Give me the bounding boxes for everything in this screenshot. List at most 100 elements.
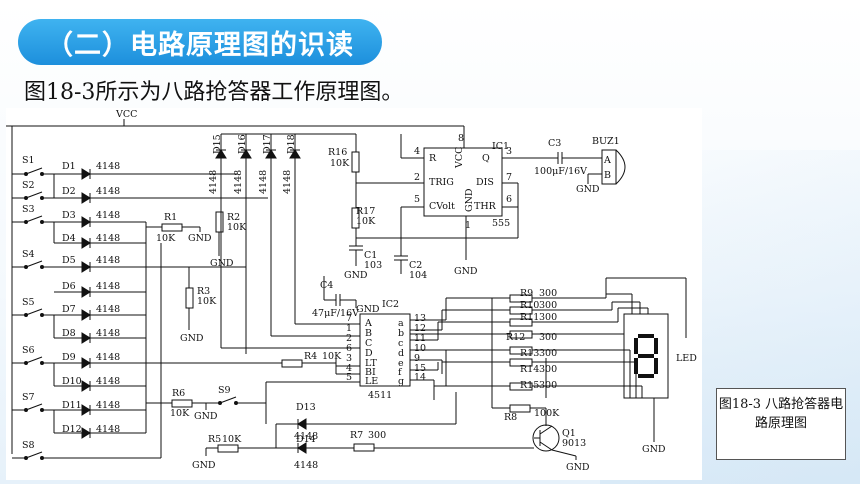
section-heading-banner: （二）电路原理图的识读 <box>18 19 382 65</box>
switch-s4: S4 <box>12 249 54 269</box>
ic1-555-timer: R TRIG CVolt VCC GND Q DIS THR IC1 555 4… <box>356 125 546 277</box>
svg-text:CVolt: CVolt <box>429 201 455 212</box>
svg-text:4148: 4148 <box>96 161 120 172</box>
svg-text:D: D <box>365 348 373 359</box>
svg-text:R8: R8 <box>504 412 517 423</box>
svg-text:D17: D17 <box>262 134 273 154</box>
svg-text:300: 300 <box>539 288 557 299</box>
svg-text:TRIG: TRIG <box>429 177 454 188</box>
section-heading: （二）电路原理图的识读 <box>46 29 354 61</box>
svg-text:10K: 10K <box>170 408 190 419</box>
svg-text:GND: GND <box>642 444 666 455</box>
diode-d8: D8 4148 <box>54 328 146 344</box>
svg-text:GND: GND <box>566 462 590 473</box>
svg-text:2: 2 <box>346 333 352 344</box>
intro-text: 图18-3所示为八路抢答器工作原理图。 <box>24 80 404 105</box>
svg-text:C: C <box>365 338 372 349</box>
svg-text:S8: S8 <box>22 440 35 451</box>
switch-s6: S6 <box>12 345 54 365</box>
svg-text:11: 11 <box>414 333 426 344</box>
svg-text:4: 4 <box>346 363 352 374</box>
resistor-r8: 100K R8 <box>492 404 560 426</box>
svg-text:D16: D16 <box>237 134 248 154</box>
svg-text:100μF/16V: 100μF/16V <box>534 166 587 177</box>
svg-text:4148: 4148 <box>96 328 120 339</box>
diode-d17: D17 4148 <box>258 134 277 336</box>
svg-text:GND: GND <box>454 266 478 277</box>
transistor-q1: Q1 9013 GND <box>532 424 590 473</box>
svg-text:IC1: IC1 <box>492 141 509 152</box>
svg-text:3: 3 <box>346 353 352 364</box>
svg-text:R17: R17 <box>356 206 375 217</box>
svg-text:5: 5 <box>414 194 420 205</box>
svg-text:R15: R15 <box>520 380 539 391</box>
svg-text:S2: S2 <box>22 180 35 191</box>
svg-text:4148: 4148 <box>96 255 120 266</box>
resistor-r6: R6 10K GND <box>146 388 218 422</box>
svg-text:A: A <box>603 155 611 166</box>
diode-d11: D11 4148 <box>54 400 146 416</box>
svg-text:C1: C1 <box>364 250 377 261</box>
resistor-r3: R3 10K GND <box>180 267 217 344</box>
svg-text:4148: 4148 <box>96 233 120 244</box>
svg-text:B: B <box>365 328 372 339</box>
svg-text:Q: Q <box>482 153 490 164</box>
svg-text:S5: S5 <box>22 297 35 308</box>
svg-text:5: 5 <box>346 372 352 383</box>
svg-text:300: 300 <box>539 312 557 323</box>
svg-text:4148: 4148 <box>208 170 219 194</box>
svg-text:10K: 10K <box>322 351 342 362</box>
svg-text:D3: D3 <box>62 210 76 221</box>
svg-text:10K: 10K <box>330 158 350 169</box>
svg-text:e: e <box>398 358 404 369</box>
svg-text:D10: D10 <box>62 376 82 387</box>
svg-text:300: 300 <box>539 364 557 375</box>
svg-text:BUZ1: BUZ1 <box>592 136 620 147</box>
svg-text:R1: R1 <box>164 212 177 223</box>
diode-d6: D6 4148 <box>54 281 146 298</box>
svg-text:D12: D12 <box>62 424 82 435</box>
capacitor-c2: C2 104 <box>394 255 427 281</box>
diode-d3: D3 4148 <box>54 210 146 228</box>
svg-text:GND: GND <box>210 258 234 269</box>
svg-text:D15: D15 <box>212 134 223 154</box>
diode-d7: D7 4148 <box>54 304 146 321</box>
svg-text:4148: 4148 <box>96 400 120 411</box>
svg-text:D4: D4 <box>62 233 76 244</box>
diode-d1: D1 4148 <box>54 161 238 180</box>
svg-text:c: c <box>398 338 403 349</box>
svg-text:4148: 4148 <box>96 376 120 387</box>
svg-text:DIS: DIS <box>476 177 494 188</box>
svg-text:A: A <box>364 318 372 329</box>
svg-text:3: 3 <box>506 146 512 157</box>
svg-text:9013: 9013 <box>562 438 586 449</box>
svg-text:9: 9 <box>414 353 420 364</box>
svg-text:S3: S3 <box>22 204 35 215</box>
svg-text:7: 7 <box>346 313 352 324</box>
svg-text:4148: 4148 <box>96 424 120 435</box>
svg-text:LE: LE <box>365 376 378 387</box>
diode-d14: D14 4148 <box>276 434 336 471</box>
svg-text:C2: C2 <box>409 260 422 271</box>
diode-d10: D10 4148 <box>54 376 146 392</box>
switch-s5: S5 <box>12 297 54 317</box>
svg-text:f: f <box>398 367 403 378</box>
resistor-r7: R7 300 <box>336 430 534 452</box>
switch-s8: S8 <box>12 440 54 460</box>
svg-text:13: 13 <box>414 313 426 324</box>
svg-text:D1: D1 <box>62 161 76 172</box>
resistor-r4: R4 10K <box>146 351 342 368</box>
resistor-r1: R1 10K GND <box>146 212 212 244</box>
svg-text:d: d <box>398 348 404 359</box>
svg-text:R7: R7 <box>350 430 363 441</box>
svg-text:b: b <box>398 328 404 339</box>
svg-text:300: 300 <box>539 332 557 343</box>
svg-text:R5: R5 <box>208 434 221 445</box>
ic2-4511-decoder: IC2 A B C D LT BI LE a b c d e f g 7 1 2… <box>221 297 510 424</box>
svg-text:D2: D2 <box>62 186 76 197</box>
svg-text:D13: D13 <box>296 402 316 413</box>
diode-d15: D15 4148 <box>208 134 227 348</box>
svg-text:4148: 4148 <box>258 170 269 194</box>
svg-text:104: 104 <box>409 270 427 281</box>
